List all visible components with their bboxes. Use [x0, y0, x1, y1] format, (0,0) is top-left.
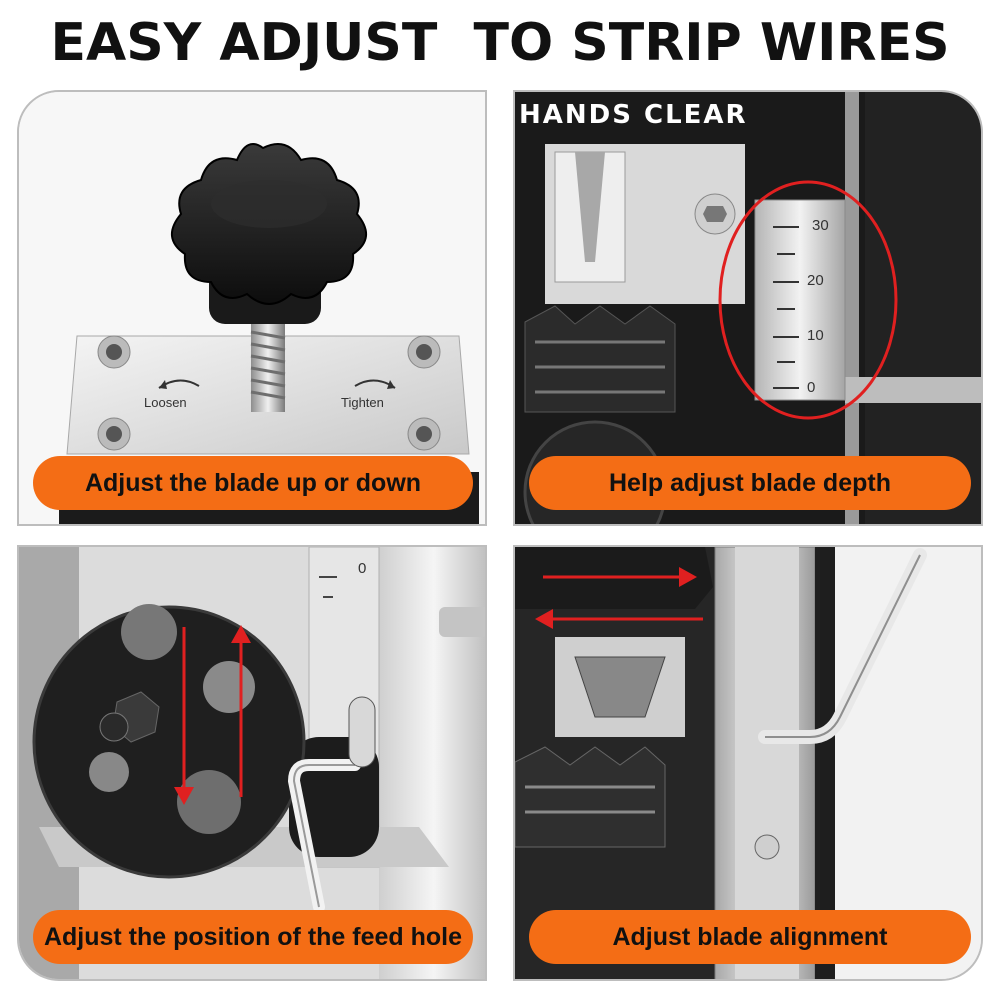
tighten-label: Tighten [341, 395, 384, 410]
caption-blade-alignment: Adjust blade alignment [529, 910, 971, 964]
hex-key-icon [287, 759, 361, 913]
panel-blade-up-down: Loosen Tighten Adjust the blade up or do… [17, 90, 487, 526]
loosen-label: Loosen [144, 395, 187, 410]
caption-blade-depth: Help adjust blade depth [529, 456, 971, 510]
left-right-arrows-icon [535, 567, 703, 629]
scale-tick-20: 20 [807, 272, 824, 289]
scale-tick-0-feed: 0 [358, 560, 367, 577]
panel-blade-alignment: Adjust blade alignment [513, 545, 983, 981]
hands-clear-label: HANDS CLEAR [519, 100, 748, 130]
depth-scale-icon [754, 199, 846, 401]
highlight-ellipse [718, 180, 898, 420]
hex-bolt-icon [694, 193, 736, 235]
caption-feed-hole: Adjust the position of the feed hole [33, 910, 473, 964]
threaded-screw-icon [250, 320, 286, 412]
gear-icon [515, 637, 685, 848]
caption-blade-up-down: Adjust the blade up or down [33, 456, 473, 510]
depth-gauge-photo [515, 92, 981, 524]
scale-tick-10: 10 [807, 327, 824, 344]
headline: EASY ADJUST TO STRIP WIRES [50, 13, 950, 73]
up-down-arrows-icon [174, 625, 251, 805]
loosen-arrow-icon [158, 379, 200, 389]
alignment-photo [515, 547, 981, 979]
panel-feed-hole: 0 Adjust the position of the feed hole [17, 545, 487, 981]
star-knob-icon [171, 143, 367, 324]
feed-wheel-icon [32, 604, 306, 879]
scale-tick-30: 30 [812, 217, 829, 234]
hex-screw-icon [97, 335, 441, 451]
feed-wheel-photo [19, 547, 485, 979]
scale-tick-0: 0 [807, 379, 816, 396]
tighten-arrow-icon [354, 379, 396, 389]
panel-blade-depth: HANDS CLEAR 30 20 10 0 Help adjust blade… [513, 90, 983, 526]
hex-key-icon [758, 548, 927, 744]
